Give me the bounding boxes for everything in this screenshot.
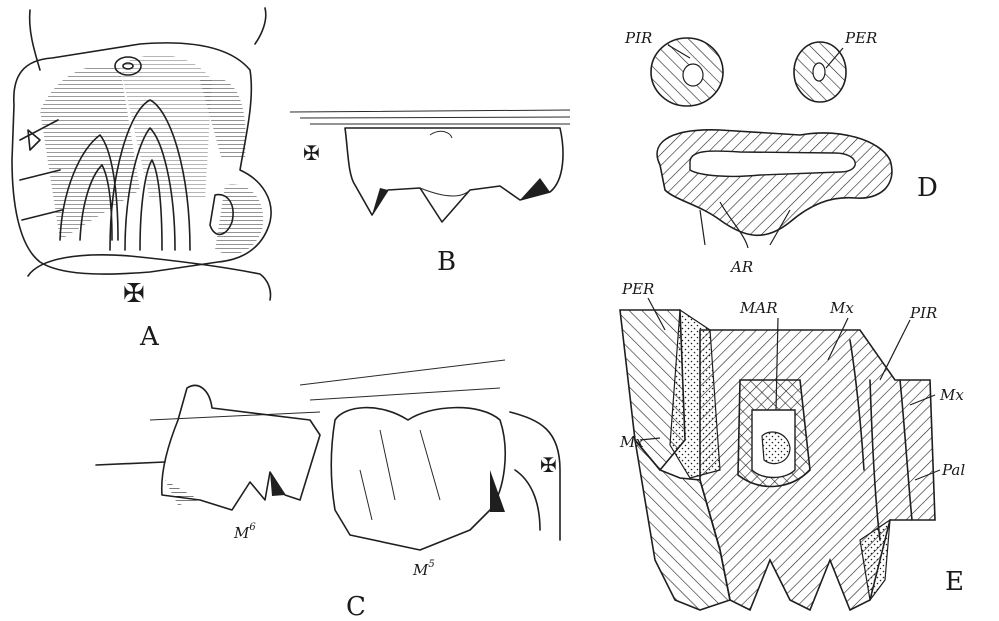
label-e-pal: Pal	[941, 461, 965, 479]
panel-e-drawing	[620, 298, 940, 610]
label-d-ar: AR	[729, 258, 753, 276]
label-d-pir: PIR	[624, 29, 652, 47]
label-e-mx-left: Mx	[619, 433, 644, 451]
panel-c-label: C	[346, 592, 366, 621]
label-e-mx-top: Mx	[829, 299, 854, 317]
label-e-pir: PIR	[909, 304, 937, 322]
label-d-per: PER	[844, 29, 877, 47]
panel-e-label: E	[945, 567, 964, 597]
panel-a-orientation-mark: ✠	[123, 279, 145, 309]
panel-d-label: D	[917, 173, 938, 203]
panel-a-drawing	[12, 8, 271, 300]
panel-a-label: A	[139, 322, 160, 352]
label-m6: M6	[233, 522, 256, 542]
label-m5-base: M	[412, 561, 429, 579]
label-m5: M5	[412, 559, 435, 579]
label-e-per: PER	[621, 280, 654, 298]
panel-b-label: B	[437, 247, 456, 277]
panel-b-drawing	[290, 110, 570, 222]
label-e-mar: MAR	[739, 299, 778, 317]
label-m6-base: M	[233, 524, 250, 542]
panel-c-drawing	[96, 360, 560, 550]
panel-b-orientation-mark: ✠	[303, 141, 320, 165]
label-m5-sup: 5	[428, 559, 434, 570]
label-m6-sup: 6	[249, 522, 256, 533]
panel-d-drawing	[651, 38, 892, 248]
panel-c-orientation-mark: ✠	[540, 453, 557, 477]
label-e-mx-right: Mx	[939, 386, 964, 404]
